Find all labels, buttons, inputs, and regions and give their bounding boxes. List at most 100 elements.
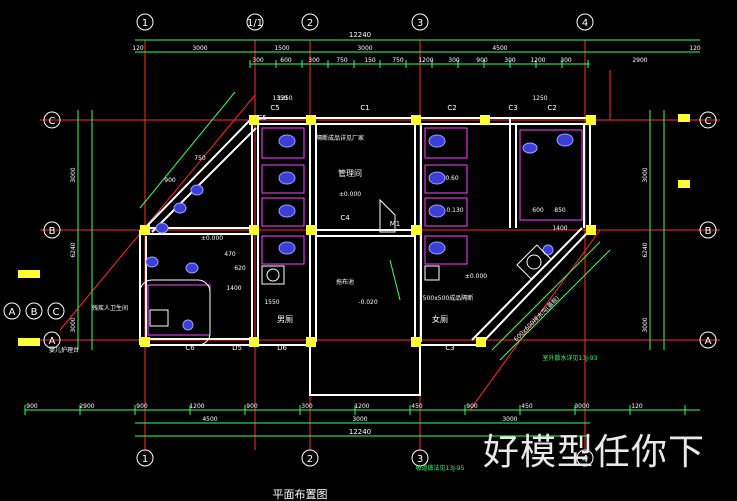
small-dim: 620: [234, 265, 246, 272]
toilet-icon: [182, 319, 194, 331]
dim-top-total: 12240: [349, 31, 371, 39]
dim-top-detail: 900: [476, 57, 488, 64]
opening-label: C2: [547, 104, 556, 112]
dim-top-seg: 4500: [492, 45, 507, 52]
dim-top-detail: 1200: [530, 57, 545, 64]
dim-bottom-sub: 4500: [202, 416, 217, 423]
toilet-icon: [428, 134, 446, 148]
dim-bottom-seg: 900: [26, 403, 38, 410]
elevation-label: ±0.000: [201, 235, 223, 242]
axis-bubble-stack-b: B: [25, 302, 43, 320]
room-baby: 婴儿护理台: [49, 346, 79, 354]
dim-bottom-seg: 1200: [189, 403, 204, 410]
axis-bubble-left-2-label: A: [49, 336, 56, 347]
wash-basins: [149, 198, 552, 327]
note-drain: 600x600排水沟(盖板): [512, 294, 561, 343]
dim-bottom-total: 12240: [349, 428, 371, 436]
small-dim: 1250: [532, 95, 547, 102]
elevation-label: ±0.000: [339, 191, 361, 198]
opening-label: C3: [508, 104, 517, 112]
axis-bubble-bottom-3-label: 4: [582, 454, 588, 465]
urinal-icon: [155, 222, 169, 234]
dimension-ticks: [24, 60, 686, 415]
urinal-icon: [145, 256, 159, 268]
dim-top-detail: 300: [448, 57, 460, 64]
dim-top-detail: 150: [364, 57, 376, 64]
axis-bubble-stack-c: C: [47, 302, 65, 320]
dim-left: 3000: [70, 167, 77, 182]
dim-top-detail: 300: [308, 57, 320, 64]
axis-line-diagonal-left: [59, 94, 256, 331]
urinal-icon: [185, 262, 199, 274]
axis-bubble-top-0-label: 1: [142, 18, 148, 29]
axis-lines: [40, 40, 720, 450]
elevation-label: ±0.000: [465, 273, 487, 280]
dim-bottom-seg: 300: [301, 403, 313, 410]
axis-bubble-top-2-label: 2: [307, 18, 313, 29]
basin-icon: [266, 268, 280, 282]
toilet-icon: [556, 133, 574, 147]
small-dim: 900: [164, 177, 176, 184]
room-men: 男厕: [277, 315, 293, 324]
dim-bottom-seg: 450: [521, 403, 533, 410]
opening-label: C3: [445, 344, 454, 352]
toilet-icon: [278, 204, 296, 218]
axis-bubble-top-4-label: 4: [582, 18, 588, 29]
dim-top-detail: 1200: [418, 57, 433, 64]
axis-bubble-bottom-3: 4: [576, 449, 594, 467]
axis-bubble-left-0: C: [43, 111, 61, 129]
room-mop: 拖布池: [336, 278, 354, 286]
dim-bottom-seg: 450: [411, 403, 423, 410]
axis-bubble-bottom-0-label: 1: [142, 454, 148, 465]
small-dim: 0.60: [445, 175, 459, 182]
small-dim: 470: [224, 251, 236, 258]
axis-bubble-right-0: C: [699, 111, 717, 129]
opening-label: C5: [257, 114, 266, 122]
opening-label: C1: [360, 104, 369, 112]
axis-bubble-top-0: 1: [136, 13, 154, 31]
dim-top-detail: 600: [280, 57, 292, 64]
axis-bubble-bottom-1: 2: [301, 449, 319, 467]
axis-bubble-left-1-label: B: [49, 226, 56, 237]
axis-bubble-bottom-2: 3: [411, 449, 429, 467]
dim-left: 6240: [70, 242, 77, 257]
opening-label: C2: [447, 104, 456, 112]
room-women: 女厕: [432, 314, 448, 324]
axis-bubble-bottom-2-label: 3: [417, 454, 423, 465]
axis-bubble-right-0-label: C: [705, 116, 712, 127]
axis-bubble-top-1: 1/1: [246, 13, 264, 31]
axis-bubble-right-1: B: [699, 221, 717, 239]
dim-bottom-seg: 120: [631, 403, 643, 410]
dim-top-seg: 1500: [274, 45, 289, 52]
drawing-title: 平面布置图: [273, 488, 328, 501]
basin-icon: [526, 254, 542, 270]
toilet-icon: [522, 142, 538, 154]
toilet-icon: [278, 134, 296, 148]
dim-bottom-seg: 3000: [574, 403, 589, 410]
dim-right: 3000: [642, 167, 649, 182]
toilet-icon: [428, 241, 446, 255]
walls: [139, 117, 591, 396]
axis-bubble-stack-a: A: [3, 302, 21, 320]
note-detail-ref2: 坡道做法见13J-95: [416, 464, 465, 472]
axis-bubble-left-2: A: [43, 331, 61, 349]
room-accessible: 残疾人卫生间: [92, 304, 128, 312]
room-management: 管理间: [338, 168, 362, 178]
opening-label: C5: [270, 104, 279, 112]
axis-line-diagonal-right: [469, 229, 601, 411]
toilet-icon: [428, 204, 446, 218]
note-partition: 500x500成品隔断: [423, 294, 473, 302]
axis-bubble-left-0-label: C: [49, 116, 56, 127]
dim-top-detail: 750: [392, 57, 404, 64]
dim-top-seg: 3000: [357, 45, 372, 52]
dim-left: 3000: [70, 317, 77, 332]
toilet-icon: [278, 171, 296, 185]
dim-top-detail: 750: [336, 57, 348, 64]
urinal-icon: [542, 244, 554, 256]
urinal-icon: [190, 184, 204, 196]
small-dim: 0.130: [446, 207, 463, 214]
note-detail-ref: 室外散水详见13J-93: [543, 354, 598, 362]
